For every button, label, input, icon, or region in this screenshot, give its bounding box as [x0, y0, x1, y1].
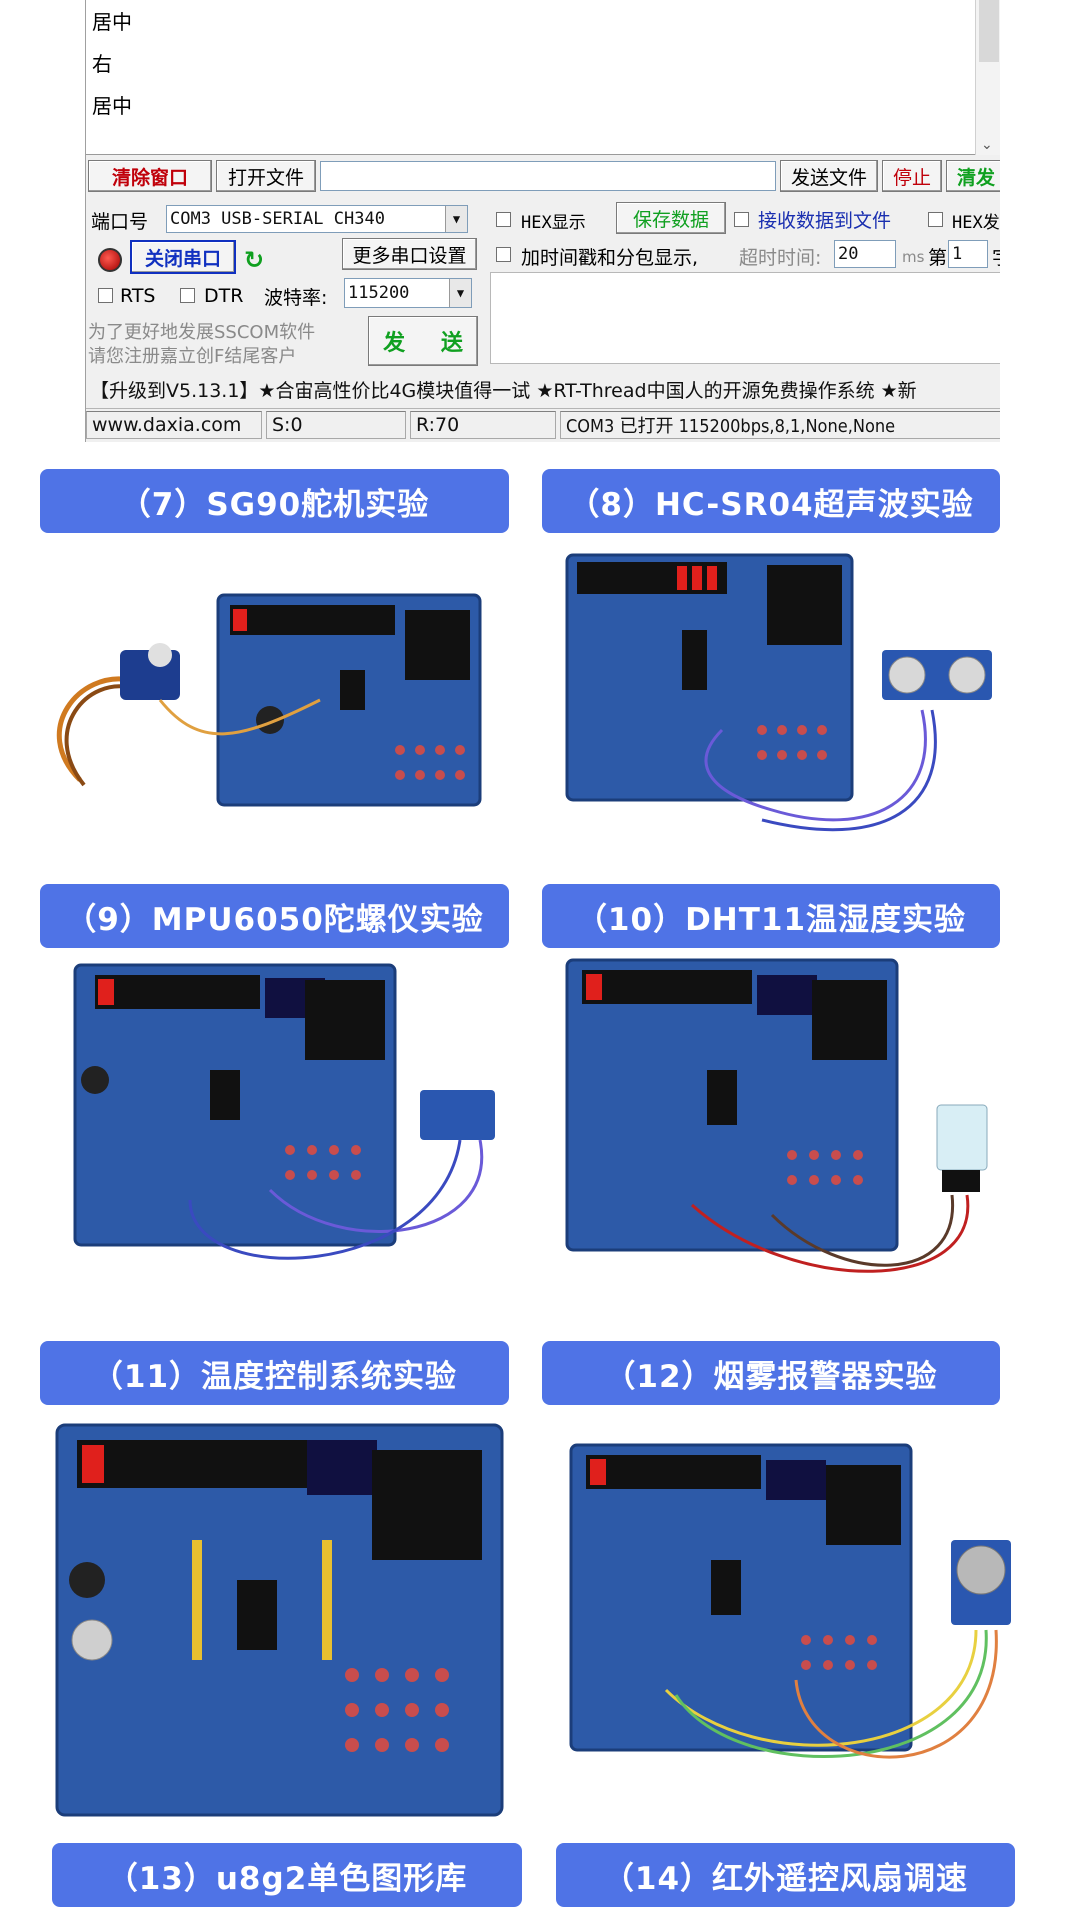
experiment-caption-12: （12）烟雾报警器实验 — [542, 1341, 1000, 1405]
board-illustration — [565, 553, 992, 832]
hex-send-checkbox[interactable] — [928, 212, 943, 227]
board-illustration — [56, 593, 482, 807]
close-port-button[interactable]: 关闭串口 — [130, 240, 236, 274]
gyro-sensor — [420, 1090, 495, 1140]
experiment-caption-10: （10）DHT11温湿度实验 — [542, 884, 1000, 948]
photo-dht11-experiment — [542, 955, 1000, 1315]
recv-to-file-label: 接收数据到文件 — [758, 210, 892, 232]
timeout-value: 20 — [838, 244, 859, 264]
scrollbar-thumb[interactable] — [979, 0, 999, 62]
board-illustration — [569, 1443, 1011, 1759]
send-button[interactable]: 发 送 — [368, 316, 478, 366]
chevron-down-icon[interactable]: ⌄ — [981, 137, 993, 153]
promo-line-1: 为了更好地发展SSCOM软件 — [88, 322, 316, 343]
hex-display-checkbox[interactable] — [496, 212, 511, 227]
experiment-caption-7: （7）SG90舵机实验 — [40, 469, 509, 533]
experiment-caption-8: （8）HC-SR04超声波实验 — [542, 469, 1000, 533]
byte-label: 字节 — [992, 243, 1000, 270]
nth-value: 1 — [952, 244, 963, 264]
baud-value: 115200 — [348, 283, 410, 303]
board-illustration — [73, 963, 495, 1260]
hex-display-label: HEX显示 — [521, 213, 586, 233]
timestamp-checkbox[interactable] — [496, 247, 511, 262]
timestamp-label: 加时间戳和分包显示, — [521, 247, 699, 269]
clear-send-button[interactable]: 清发 — [946, 160, 1000, 192]
save-data-button[interactable]: 保存数据 — [616, 202, 726, 234]
recv-to-file-checkbox[interactable] — [734, 212, 749, 227]
board-illustration — [55, 1423, 504, 1817]
nth-input[interactable]: 1 — [948, 240, 988, 268]
receive-line: 居中 — [92, 94, 132, 118]
promo-line-2: 请您注册嘉立创F结尾客户 — [88, 346, 297, 367]
dht11-sensor — [936, 1104, 988, 1171]
status-site[interactable]: www.daxia.com — [86, 411, 262, 439]
photo-smoke-alarm-experiment — [556, 1440, 1016, 1810]
file-path-input[interactable] — [320, 161, 776, 191]
receive-line: 右 — [92, 52, 112, 76]
status-port: COM3 已打开 115200bps,8,1,None,None — [560, 411, 1000, 439]
chevron-down-icon[interactable]: ▼ — [449, 279, 471, 307]
port-label: 端口号 — [91, 211, 149, 233]
photo-mpu6050-experiment — [40, 960, 510, 1300]
baud-select[interactable]: 115200 ▼ — [344, 278, 472, 308]
experiment-caption-14: （14）红外遥控风扇调速 — [556, 1843, 1015, 1907]
hex-send-label: HEX发 — [952, 213, 1000, 233]
receive-scrollbar[interactable]: ⌄ — [975, 0, 1000, 155]
status-received: R:70 — [410, 411, 556, 439]
dtr-label: DTR — [204, 285, 244, 307]
status-bar: www.daxia.com S:0 R:70 COM3 已打开 115200bp… — [86, 408, 1000, 440]
dtr-checkbox[interactable] — [180, 288, 195, 303]
timeout-input[interactable]: 20 — [834, 240, 896, 268]
record-icon — [98, 248, 122, 272]
serial-tool-window: 居中 右 居中 ⌄ 清除窗口 打开文件 发送文件 停止 清发 端口号 COM3 … — [85, 0, 1000, 442]
timeout-unit: ms — [902, 248, 925, 266]
stop-button[interactable]: 停止 — [882, 160, 942, 192]
send-textarea[interactable] — [490, 272, 1000, 364]
more-settings-button[interactable]: 更多串口设置 — [342, 238, 477, 270]
photo-hcsr04-experiment — [542, 550, 1000, 860]
experiment-caption-13: （13）u8g2单色图形库 — [52, 1843, 522, 1907]
port-value: COM3 USB-SERIAL CH340 — [170, 209, 385, 229]
timeout-label: 超时时间: — [739, 247, 822, 269]
experiment-caption-11: （11）温度控制系统实验 — [40, 1341, 509, 1405]
nth-label: 第 — [928, 247, 948, 269]
port-select[interactable]: COM3 USB-SERIAL CH340 ▼ — [166, 205, 468, 233]
board-illustration — [565, 958, 988, 1273]
experiment-caption-9: （9）MPU6050陀螺仪实验 — [40, 884, 509, 948]
receive-area[interactable]: 居中 右 居中 ⌄ — [86, 0, 1000, 155]
baud-label: 波特率: — [264, 287, 328, 309]
status-sent: S:0 — [266, 411, 406, 439]
news-ticker[interactable]: 【升级到V5.13.1】★合宙高性价比4G模块值得一试 ★RT-Thread中国… — [90, 379, 917, 402]
clear-window-button[interactable]: 清除窗口 — [88, 160, 212, 192]
photo-sg90-experiment — [40, 580, 510, 830]
chevron-down-icon[interactable]: ▼ — [445, 206, 467, 232]
rts-label: RTS — [120, 285, 156, 307]
open-file-button[interactable]: 打开文件 — [216, 160, 316, 192]
rts-checkbox[interactable] — [98, 288, 113, 303]
refresh-icon[interactable]: ↻ — [244, 246, 265, 274]
photo-temp-control-experiment — [52, 1420, 512, 1820]
send-file-button[interactable]: 发送文件 — [780, 160, 878, 192]
receive-line: 居中 — [92, 10, 132, 34]
